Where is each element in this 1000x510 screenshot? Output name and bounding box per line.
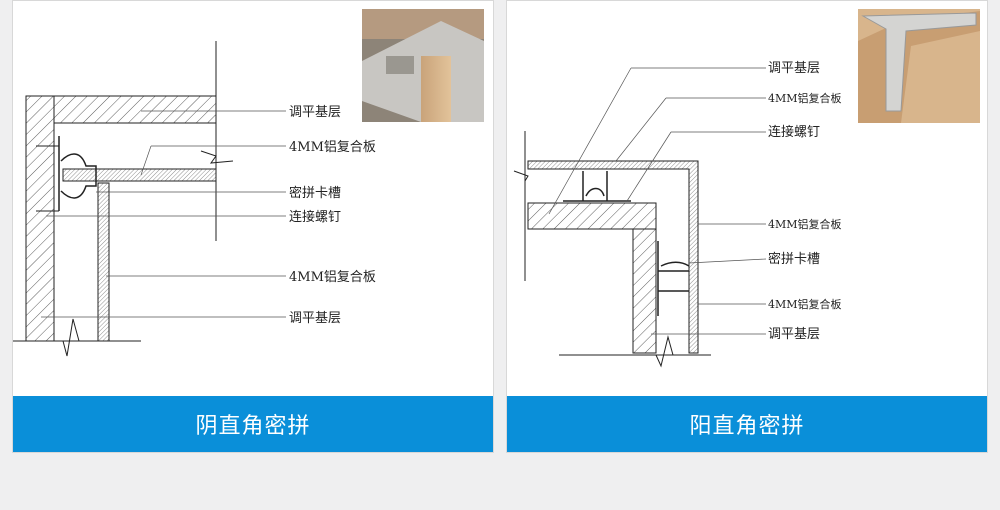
label-aluminum-panel: 4MM铝复合板 [768,297,842,311]
label-tight-clip-slot: 密拼卡槽 [289,185,341,201]
label-connecting-screw: 连接螺钉 [768,124,820,140]
label-aluminum-panel: 4MM铝复合板 [768,217,842,231]
inside-corner-diagram: 调平基层 4MM铝复合板 密拼卡槽 连接螺钉 4MM铝复合板 调平基层 [13,9,484,357]
inside-corner-card: 调平基层 4MM铝复合板 密拼卡槽 连接螺钉 4MM铝复合板 调平基层 阴直角密… [12,0,494,453]
label-aluminum-panel: 4MM铝复合板 [289,270,376,285]
label-leveling-base: 调平基层 [289,311,341,326]
outside-corner-card: 调平基层 4MM铝复合板 连接螺钉 4MM铝复合板 密拼卡槽 4MM铝复合板 调… [506,0,988,453]
label-leveling-base: 调平基层 [289,105,341,120]
label-leveling-base: 调平基层 [768,327,820,342]
outside-corner-diagram: 调平基层 4MM铝复合板 连接螺钉 4MM铝复合板 密拼卡槽 4MM铝复合板 调… [513,9,980,368]
outside-corner-title: 阳直角密拼 [507,396,987,452]
label-leveling-base: 调平基层 [768,61,820,76]
inside-corner-title: 阴直角密拼 [13,396,493,452]
label-connecting-screw: 连接螺钉 [289,209,341,225]
label-aluminum-panel: 4MM铝复合板 [768,91,842,105]
label-aluminum-panel: 4MM铝复合板 [289,140,376,155]
product-photo [362,9,484,122]
label-tight-clip-slot: 密拼卡槽 [768,251,820,267]
product-photo [858,9,980,123]
